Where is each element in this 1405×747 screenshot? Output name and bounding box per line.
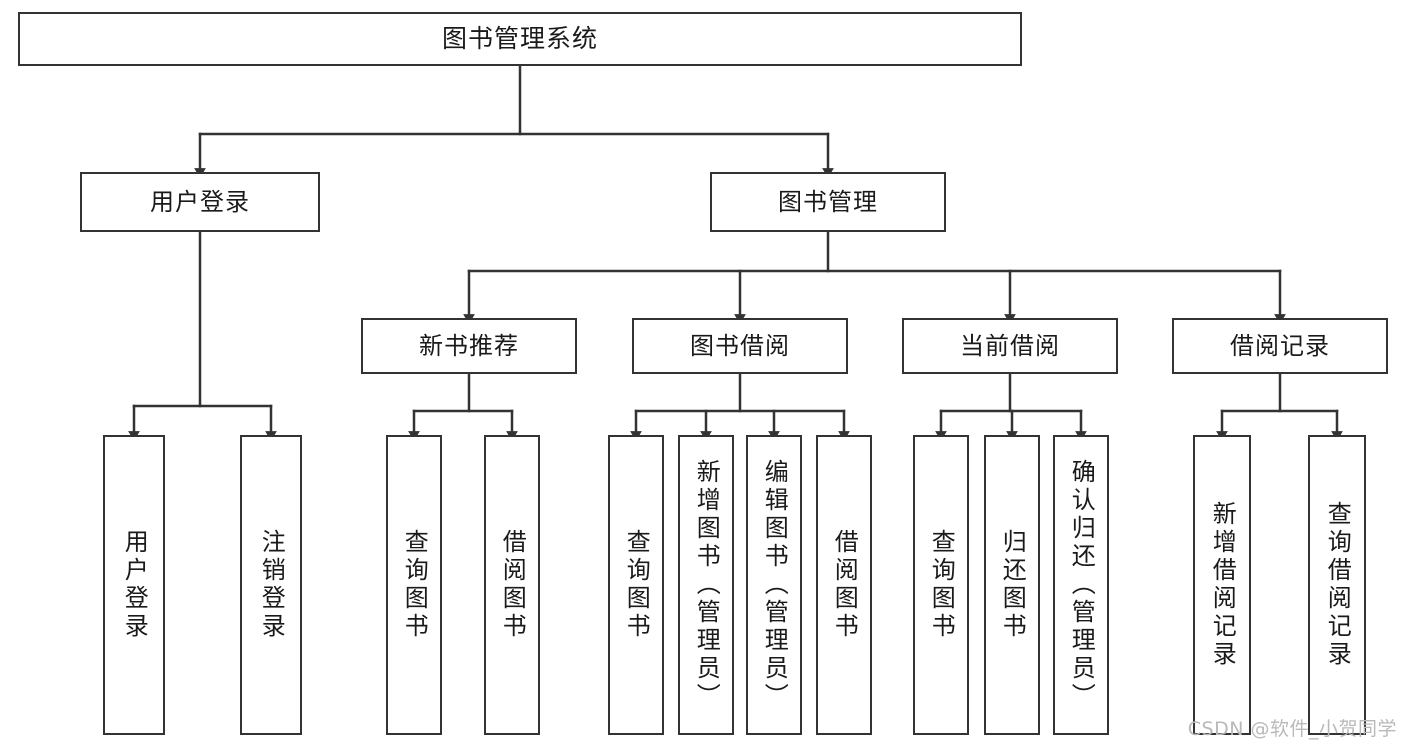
node-new-book-recommend[interactable]: 新书推荐 (361, 318, 577, 374)
node-leaf-borrow-book-1[interactable]: 借阅图书 (484, 435, 540, 735)
node-book-borrow[interactable]: 图书借阅 (632, 318, 848, 374)
node-root[interactable]: 图书管理系统 (18, 12, 1022, 66)
node-book-manage[interactable]: 图书管理 (710, 172, 946, 232)
node-borrow-record[interactable]: 借阅记录 (1172, 318, 1388, 374)
node-user-login[interactable]: 用户登录 (80, 172, 320, 232)
node-current-borrow[interactable]: 当前借阅 (902, 318, 1118, 374)
node-leaf-query-record[interactable]: 查询借阅记录 (1308, 435, 1366, 735)
node-leaf-query-book-1[interactable]: 查询图书 (386, 435, 442, 735)
node-leaf-add-record[interactable]: 新增借阅记录 (1193, 435, 1251, 735)
node-leaf-query-book-2[interactable]: 查询图书 (608, 435, 664, 735)
node-leaf-logout[interactable]: 注销登录 (240, 435, 302, 735)
node-leaf-borrow-book-2[interactable]: 借阅图书 (816, 435, 872, 735)
node-leaf-add-book[interactable]: 新增图书（管理员） (678, 435, 734, 735)
node-leaf-query-book-3[interactable]: 查询图书 (913, 435, 969, 735)
csdn-watermark: CSDN @软件_小贺同学 (1187, 718, 1397, 740)
node-leaf-edit-book[interactable]: 编辑图书（管理员） (746, 435, 802, 735)
node-leaf-confirm-return[interactable]: 确认归还（管理员） (1053, 435, 1109, 735)
node-leaf-user-login[interactable]: 用户登录 (103, 435, 165, 735)
node-leaf-return-book[interactable]: 归还图书 (984, 435, 1040, 735)
